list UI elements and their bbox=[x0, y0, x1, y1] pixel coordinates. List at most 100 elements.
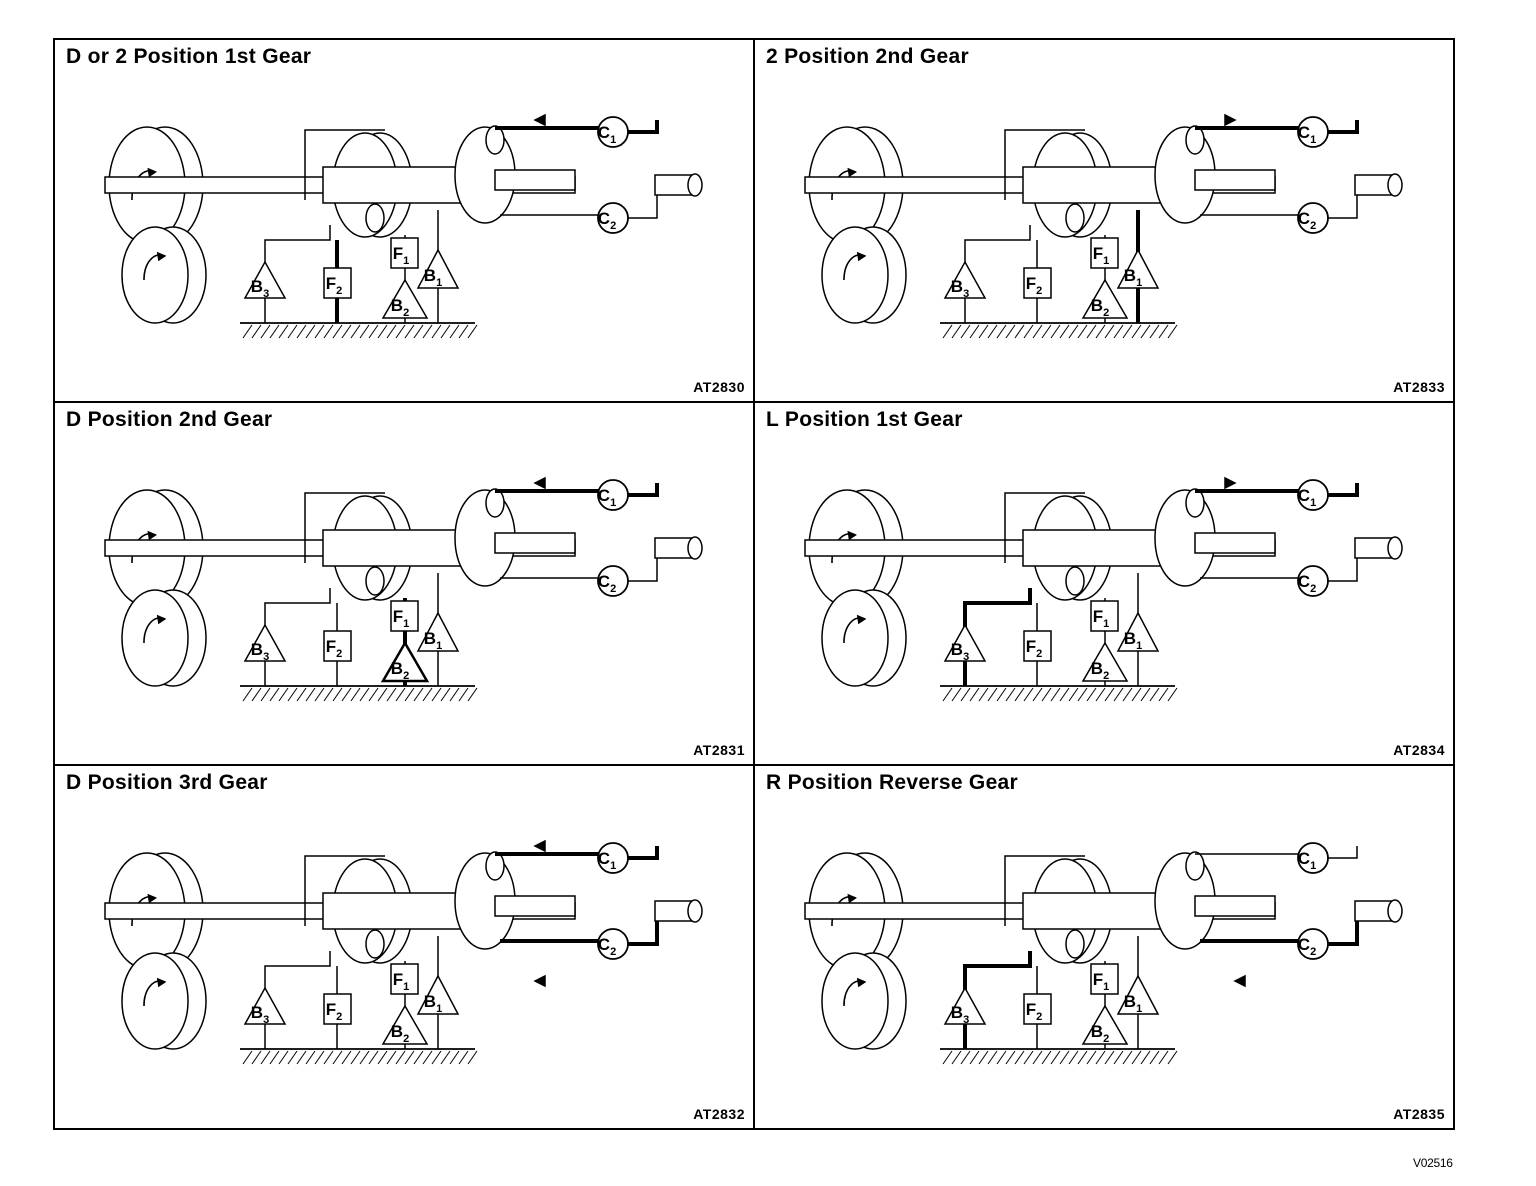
f1-symbol bbox=[390, 237, 419, 269]
panel-title: 2 Position 2nd Gear bbox=[766, 45, 969, 68]
panel-title: D or 2 Position 1st Gear bbox=[66, 45, 312, 68]
f2-symbol bbox=[1023, 993, 1052, 1025]
drum-link bbox=[304, 129, 385, 200]
document-id: V02516 bbox=[1413, 1156, 1453, 1170]
drum-link bbox=[1004, 129, 1085, 200]
c1-output-link bbox=[628, 120, 659, 134]
panel-title: L Position 1st Gear bbox=[766, 408, 963, 431]
b3-symbol bbox=[243, 260, 287, 299]
b2-symbol bbox=[1081, 278, 1129, 319]
b3-symbol bbox=[243, 623, 287, 662]
planet-pinion bbox=[1185, 125, 1205, 155]
c2-output-link bbox=[1328, 190, 1358, 219]
input-shaft bbox=[1194, 895, 1276, 917]
drum-link bbox=[1004, 492, 1085, 563]
input-shaft bbox=[494, 895, 576, 917]
b3-symbol bbox=[943, 986, 987, 1025]
c1-output-link bbox=[1328, 483, 1359, 497]
f1-symbol bbox=[1090, 237, 1119, 269]
power-flow-arrow bbox=[1224, 476, 1237, 490]
figure-code: AT2835 bbox=[1393, 1106, 1445, 1122]
drum-link bbox=[304, 492, 385, 563]
b2-symbol bbox=[1081, 641, 1129, 682]
sun-gear-drum bbox=[322, 892, 464, 930]
figure-code: AT2830 bbox=[693, 379, 745, 395]
planet-pinion bbox=[1065, 566, 1085, 596]
b1-symbol bbox=[416, 248, 460, 289]
c2-output-link bbox=[628, 916, 659, 946]
c2-output-link bbox=[1328, 916, 1359, 946]
b2-symbol bbox=[380, 640, 430, 683]
planet-pinion bbox=[1065, 929, 1085, 959]
b1-symbol bbox=[416, 974, 460, 1015]
planet-pinion bbox=[1065, 203, 1085, 233]
panel-title: R Position Reverse Gear bbox=[766, 771, 1018, 794]
b1-symbol bbox=[1116, 611, 1160, 652]
b3-symbol bbox=[943, 623, 987, 662]
c1-output-link bbox=[1328, 846, 1358, 859]
figure-code: AT2831 bbox=[693, 742, 745, 758]
figure-code: AT2833 bbox=[1393, 379, 1445, 395]
input-shaft bbox=[494, 532, 576, 554]
input-shaft bbox=[1194, 169, 1276, 191]
f2-symbol bbox=[323, 993, 352, 1025]
input-shaft bbox=[1194, 532, 1276, 554]
b3-symbol bbox=[943, 260, 987, 299]
sun-gear-drum bbox=[1022, 166, 1164, 204]
b3-link bbox=[264, 225, 331, 323]
planet-pinion bbox=[1185, 488, 1205, 518]
b2-symbol bbox=[1081, 1004, 1129, 1045]
b2-symbol bbox=[381, 1004, 429, 1045]
f1-symbol bbox=[390, 600, 419, 632]
planet-pinion bbox=[485, 488, 505, 518]
sun-gear-drum bbox=[1022, 892, 1164, 930]
b3-link bbox=[964, 225, 1031, 323]
sun-gear-drum bbox=[322, 166, 464, 204]
sun-gear-drum bbox=[1022, 529, 1164, 567]
power-flow-arrow bbox=[1233, 974, 1246, 988]
c1-output-link bbox=[1328, 120, 1359, 134]
f2-symbol bbox=[323, 267, 352, 299]
power-flow-arrow bbox=[533, 974, 546, 988]
power-flow-arrow bbox=[1224, 113, 1237, 127]
drum-link bbox=[304, 855, 385, 926]
c2-output-link bbox=[628, 553, 658, 582]
b3-link bbox=[963, 588, 1032, 686]
sun-gear-drum bbox=[322, 529, 464, 567]
b1-symbol bbox=[1116, 248, 1160, 289]
f2-symbol bbox=[1023, 630, 1052, 662]
c2-output-link bbox=[628, 190, 658, 219]
planet-pinion bbox=[485, 851, 505, 881]
panel-title: D Position 3rd Gear bbox=[66, 771, 268, 794]
planet-pinion bbox=[365, 203, 385, 233]
c1-output-link bbox=[628, 483, 659, 497]
input-shaft bbox=[494, 169, 576, 191]
figure-code: AT2834 bbox=[1393, 742, 1445, 758]
planet-pinion bbox=[1185, 851, 1205, 881]
c1-output-link bbox=[628, 846, 659, 860]
b1-symbol bbox=[416, 611, 460, 652]
b3-link bbox=[264, 951, 331, 1049]
power-flow-arrow bbox=[533, 476, 546, 490]
planet-pinion bbox=[485, 125, 505, 155]
b2-symbol bbox=[381, 278, 429, 319]
power-flow-arrow bbox=[533, 113, 546, 127]
planet-pinion bbox=[365, 929, 385, 959]
c2-output-link bbox=[1328, 553, 1358, 582]
f1-symbol bbox=[1090, 600, 1119, 632]
f2-symbol bbox=[1023, 267, 1052, 299]
b3-link bbox=[963, 951, 1032, 1049]
planet-pinion bbox=[365, 566, 385, 596]
drum-link bbox=[1004, 855, 1085, 926]
b1-symbol bbox=[1116, 974, 1160, 1015]
panel-title: D Position 2nd Gear bbox=[66, 408, 273, 431]
f1-symbol bbox=[390, 963, 419, 995]
